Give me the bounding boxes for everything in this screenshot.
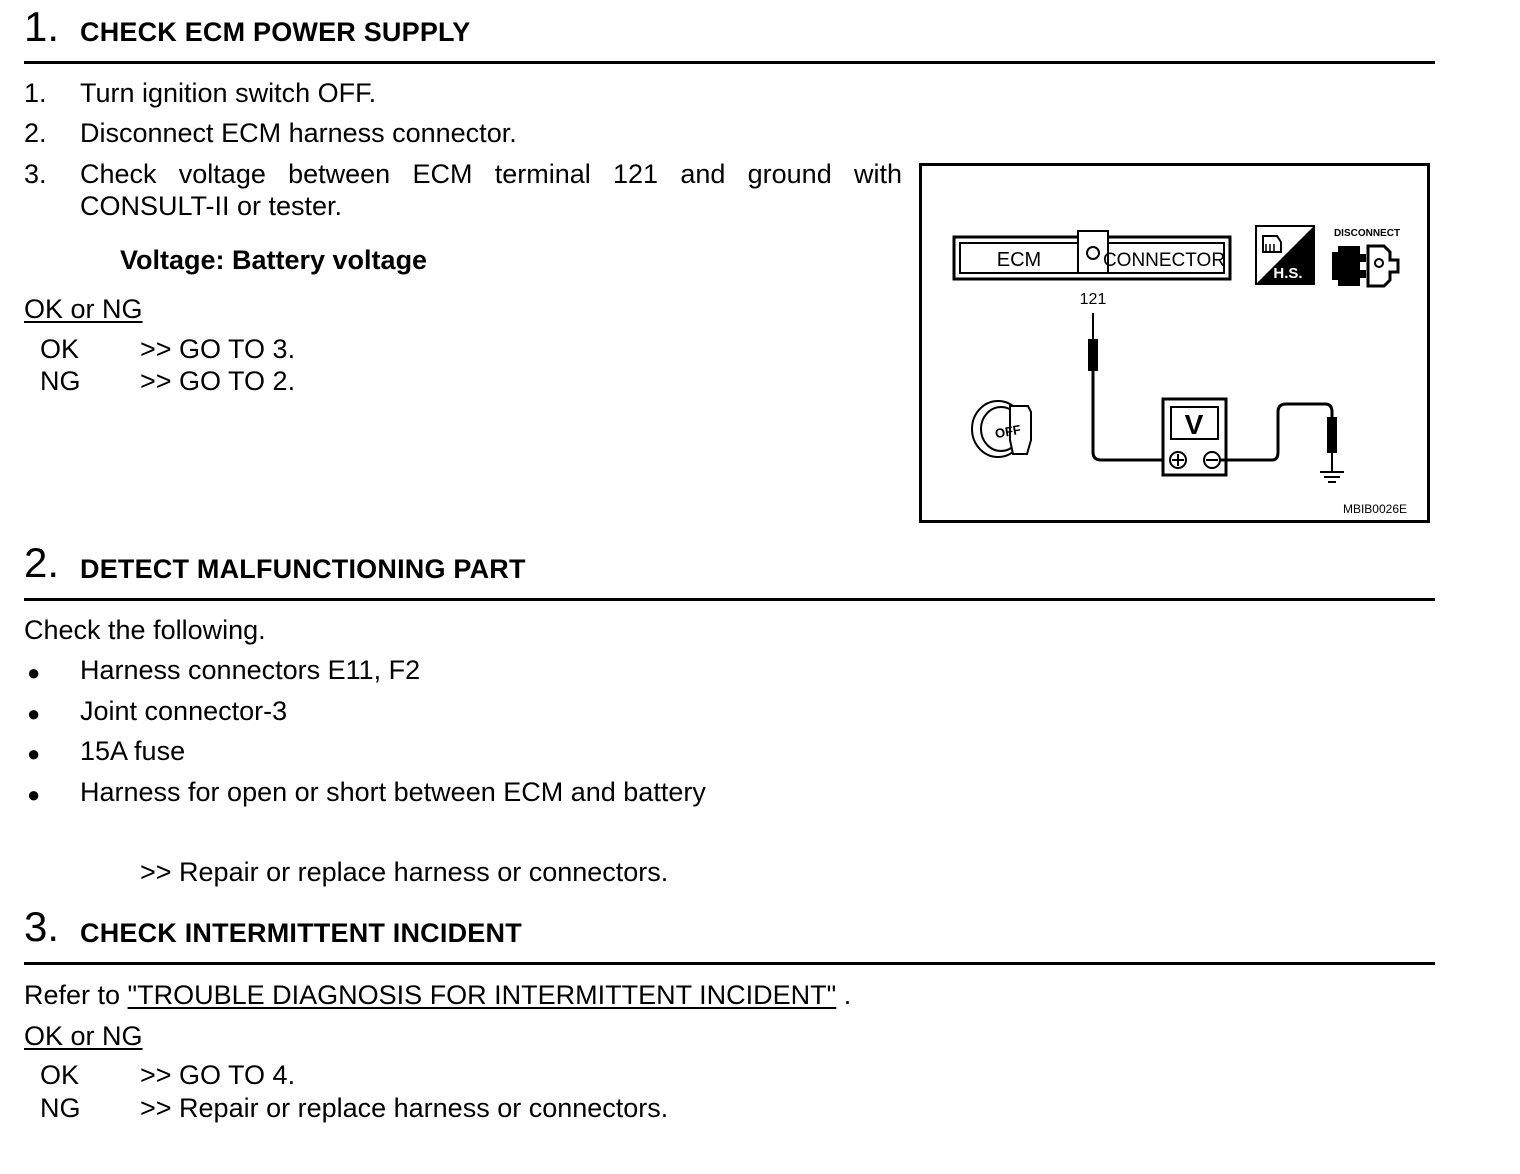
step3-ng-action: >> Repair or replace harness or connecto… [140, 1093, 669, 1123]
step1-item1-text: Turn ignition switch OFF. [80, 78, 377, 108]
step1-spec: Voltage: Battery voltage [120, 245, 428, 275]
step1-item3-text-line1: Check voltage between ECM terminal 121 a… [80, 159, 902, 189]
step2-intro: Check the following. [24, 615, 266, 645]
step2-bullet-1: Harness connectors E11, F2 [80, 655, 421, 685]
ecm-connector: ECM CONNECTOR [952, 230, 1232, 281]
harness-side-icon: H.S. [1255, 225, 1315, 285]
step1-ok-code: OK [40, 334, 80, 364]
step1-divider [24, 61, 1435, 64]
wiring-diagram: ECM CONNECTOR H.S. DISCONNECT 121 [919, 163, 1430, 523]
bullet-icon: ● [27, 782, 41, 807]
hs-label: H.S. [1273, 265, 1302, 282]
voltmeter-icon: V [1161, 397, 1228, 477]
bullet-icon: ● [27, 660, 41, 685]
step3-ok-code: OK [40, 1060, 80, 1090]
step1-ng-action: >> GO TO 2. [140, 366, 296, 396]
bullet-icon: ● [27, 741, 41, 766]
meter-label: V [1185, 409, 1204, 440]
trouble-diagnosis-link[interactable]: "TROUBLE DIAGNOSIS FOR INTERMITTENT INCI… [127, 980, 837, 1010]
step1-ok-ng-label: OK or NG [24, 294, 143, 324]
step3-ok-action: >> GO TO 4. [140, 1060, 296, 1090]
step1-item1-number: 1. [24, 78, 47, 108]
step1-item3-text-line2: CONSULT-II or tester. [80, 191, 343, 221]
step1-ng-code: NG [40, 366, 81, 396]
ignition-key-off-icon: OFF [971, 400, 1032, 458]
step2-title: DETECT MALFUNCTIONING PART [80, 554, 526, 584]
step3-ng-code: NG [40, 1093, 81, 1123]
step1-item3-number: 3. [24, 159, 47, 189]
step3-refer: Refer to "TROUBLE DIAGNOSIS FOR INTERMIT… [24, 979, 851, 1011]
step3-divider [24, 962, 1435, 965]
step3-title: CHECK INTERMITTENT INCIDENT [80, 918, 522, 948]
step1-item2-text: Disconnect ECM harness connector. [80, 118, 517, 148]
bullet-icon: ● [27, 701, 41, 726]
ground-icon [1320, 471, 1344, 483]
terminal-label: 121 [1080, 291, 1107, 308]
figure-id: MBIB0026E [1343, 502, 1407, 516]
disconnect-label: DISCONNECT [1334, 228, 1400, 239]
step2-divider [24, 598, 1435, 601]
step1-ok-action: >> GO TO 3. [140, 334, 296, 364]
ecm-label: ECM [997, 249, 1041, 271]
step1-number: 1. [24, 3, 60, 50]
step3-refer-suffix: . [836, 980, 852, 1010]
disconnect-icon: DISCONNECT [1332, 228, 1400, 288]
step3-number: 3. [24, 903, 60, 950]
connector-label: CONNECTOR [1103, 250, 1225, 271]
negative-probe [1220, 402, 1337, 471]
step2-action: >> Repair or replace harness or connecto… [140, 857, 669, 887]
step2-number: 2. [24, 539, 60, 586]
step2-bullet-3: 15A fuse [80, 736, 186, 766]
step2-bullet-4: Harness for open or short between ECM an… [80, 777, 706, 807]
step1-item2-number: 2. [24, 118, 47, 148]
positive-probe [1088, 313, 1164, 462]
step3-refer-prefix: Refer to [24, 980, 128, 1010]
key-off-label: OFF [994, 422, 1022, 441]
step1-title: CHECK ECM POWER SUPPLY [80, 17, 471, 47]
step3-ok-ng-label: OK or NG [24, 1021, 143, 1051]
step2-bullet-2: Joint connector-3 [80, 696, 288, 726]
wiring-diagram-svg: ECM CONNECTOR H.S. DISCONNECT 121 [952, 225, 1407, 516]
